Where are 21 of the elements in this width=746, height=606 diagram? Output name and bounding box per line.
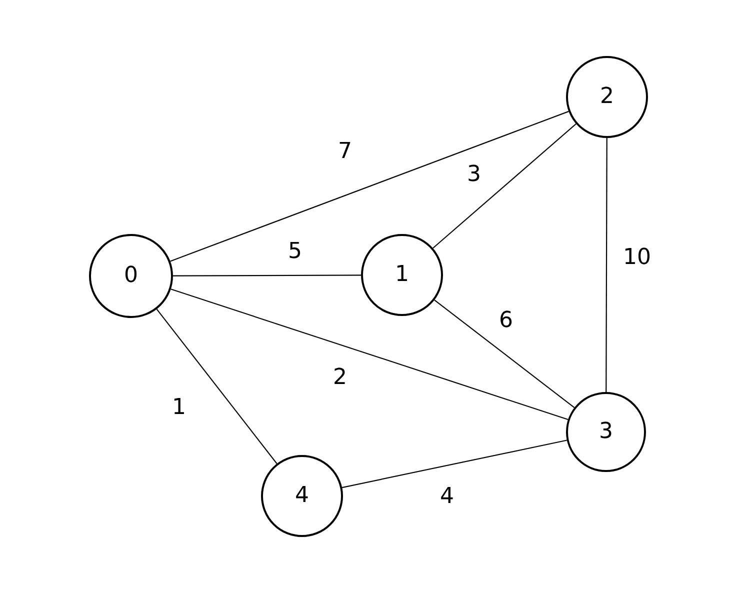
edge-weight: 10 [623,247,651,269]
edge-weight: 2 [333,367,347,389]
edge-line [606,138,608,392]
edge-weight: 6 [499,310,513,332]
vertex-label: 3 [599,421,613,443]
vertex-label: 1 [395,264,409,286]
edge-line [432,123,576,249]
edge-line [156,308,278,464]
edge-line [170,110,569,262]
edge-weight: 5 [288,241,302,263]
edge-line [173,274,361,276]
edge-weight: 3 [467,164,481,186]
edge-line [434,300,575,408]
vertex-label: 4 [295,485,309,507]
edge-line [170,288,568,420]
edge-weight: 1 [172,397,186,419]
edge-line [342,440,567,488]
edge-weight: 7 [338,141,352,163]
vertex-label: 2 [600,86,614,108]
edge-weight: 4 [440,486,454,508]
vertex-label: 0 [124,265,138,287]
